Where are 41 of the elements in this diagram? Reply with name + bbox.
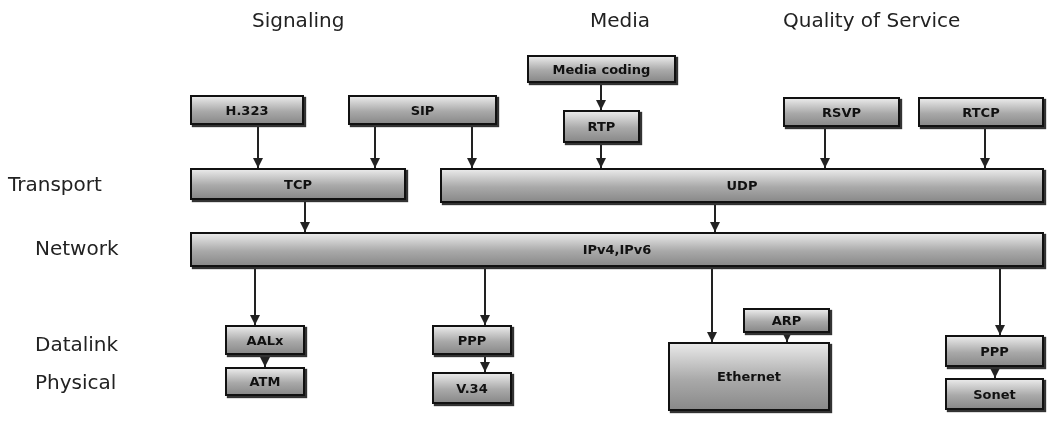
arrow: [820, 126, 830, 169]
protocol-box: V.34: [432, 372, 512, 404]
protocol-box: RSVP: [783, 97, 900, 127]
arrow: [370, 124, 380, 169]
protocol-box: IPv4,IPv6: [190, 232, 1044, 267]
protocol-box: RTP: [563, 110, 640, 143]
layer-label: Datalink: [35, 332, 119, 356]
protocol-box: Ethernet: [668, 342, 830, 411]
arrow: [782, 332, 792, 343]
arrow: [995, 266, 1005, 336]
arrow: [467, 124, 477, 169]
arrow: [596, 82, 606, 111]
layer-label: Network: [35, 236, 119, 260]
arrow: [480, 354, 490, 373]
arrow: [990, 366, 1000, 379]
column-heading: Media: [590, 8, 651, 32]
arrow: [480, 266, 490, 326]
protocol-box: Media coding: [527, 55, 676, 83]
protocol-box: ARP: [743, 308, 830, 333]
column-heading: Signaling: [252, 8, 345, 32]
arrow: [250, 266, 260, 326]
arrow: [707, 266, 717, 343]
column-heading: Quality of Service: [783, 8, 961, 32]
arrow: [300, 199, 310, 233]
protocol-box: UDP: [440, 168, 1044, 203]
protocol-box: TCP: [190, 168, 406, 200]
protocol-box: ATM: [225, 367, 305, 396]
layer-label: Physical: [35, 370, 117, 394]
arrow: [253, 124, 263, 169]
arrow: [710, 202, 720, 233]
arrow: [980, 126, 990, 169]
layer-label: Transport: [8, 172, 102, 196]
arrow: [596, 142, 606, 169]
protocol-box: PPP: [945, 335, 1044, 367]
protocol-box: RTCP: [918, 97, 1044, 127]
protocol-box: Sonet: [945, 378, 1044, 410]
protocol-box: PPP: [432, 325, 512, 355]
protocol-box: H.323: [190, 95, 304, 125]
arrow: [260, 354, 270, 368]
protocol-box: AALx: [225, 325, 305, 355]
protocol-box: SIP: [348, 95, 497, 125]
